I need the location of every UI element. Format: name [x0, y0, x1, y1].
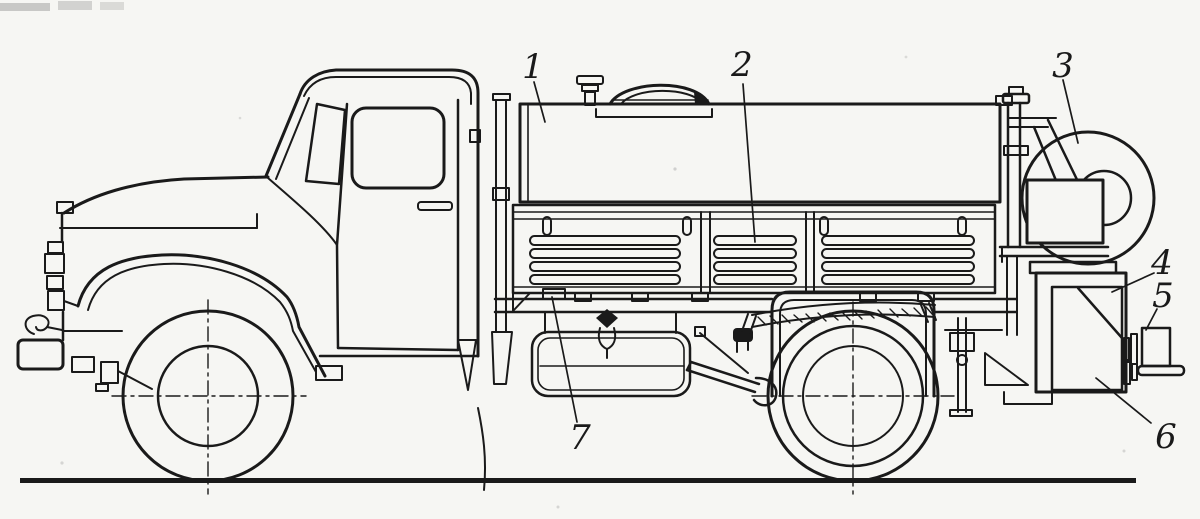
mud-flap: [491, 331, 513, 385]
mud-flap: [457, 339, 477, 391]
drive-shaft: [685, 326, 778, 407]
callouts: 1 2 3 4 5 6 7: [522, 45, 1177, 458]
tank-body: [518, 102, 1002, 204]
door-window: [350, 106, 446, 190]
rear-wheel: [751, 301, 955, 495]
front-end: [16, 175, 270, 392]
discharge-pipe: [1136, 364, 1186, 377]
tie-rod: [117, 370, 153, 390]
tank-mounts: [596, 309, 753, 359]
callout-1: 1: [522, 47, 546, 123]
fuel-tank: [530, 330, 692, 398]
callout-4-leader: [1111, 272, 1155, 293]
callout-2: 2: [730, 45, 756, 243]
rear-compartment: [1003, 260, 1128, 405]
cistern-tank: [518, 75, 1013, 204]
a-pillar: [264, 92, 302, 178]
safety-valve: [576, 75, 604, 85]
callout-7-label: 7: [569, 418, 591, 458]
callout-3-leader: [1062, 79, 1079, 144]
door-front-edge: [335, 102, 349, 350]
callout-5-leader: [1145, 308, 1158, 331]
louver-panels: [511, 203, 997, 302]
callout-2-leader: [742, 83, 756, 243]
windshield: [304, 102, 347, 186]
callout-1-label: 1: [522, 47, 544, 87]
callout-1-leader: [533, 81, 546, 123]
callout-6-label: 6: [1155, 417, 1177, 457]
front-fender: [63, 253, 327, 378]
callout-5: 5: [1145, 276, 1174, 331]
cab-back-gear: [457, 93, 513, 491]
hood-front-cap: [56, 201, 74, 214]
callout-4: 4: [1111, 243, 1173, 293]
callout-7-leader: [551, 296, 578, 423]
front-bumper: [16, 338, 65, 371]
exhaust-pipe: [477, 407, 487, 491]
valve-box: [1140, 326, 1172, 368]
torque-rod: [699, 332, 749, 374]
cowl-line: [267, 177, 338, 246]
gusset: [512, 292, 531, 312]
callout-2-label: 2: [730, 45, 753, 85]
u-joint: [752, 376, 778, 407]
rear-mudguard: [770, 290, 936, 398]
standpipe: [1001, 86, 1031, 249]
hose-reel: [998, 117, 1156, 266]
scan-artifacts: [0, 1, 1126, 509]
callout-6-leader: [1095, 377, 1152, 424]
door-hinge: [469, 129, 481, 143]
turn-signal: [47, 241, 64, 254]
callout-3: 3: [1052, 46, 1079, 144]
tow-hook: [24, 314, 50, 335]
headlight: [44, 253, 65, 274]
callout-7: 7: [551, 296, 591, 458]
chassis-frame: [493, 288, 1018, 334]
panel-clip: [682, 216, 692, 236]
steering-knuckle: [100, 361, 119, 384]
reel-housing: [1025, 178, 1105, 245]
callout-4-label: 4: [1150, 243, 1173, 283]
compartment-casing: [1034, 271, 1128, 394]
hatch-collar: [595, 108, 713, 118]
callout-5-label: 5: [1152, 276, 1174, 316]
cab-step: [315, 365, 343, 381]
spring-hanger: [71, 356, 95, 373]
cab: [264, 68, 481, 381]
callout-6: 6: [1095, 377, 1177, 457]
hood-top: [62, 175, 270, 215]
rear-frame-gear: [944, 255, 1029, 417]
callout-3-label: 3: [1052, 46, 1074, 86]
cab-roof: [298, 68, 480, 358]
ground-line: [20, 478, 1136, 483]
panel-clip: [819, 216, 829, 236]
louver-slats: [529, 235, 975, 285]
discharge-fittings: [1123, 326, 1186, 385]
front-wheel: [111, 299, 307, 495]
door-handle: [417, 201, 453, 211]
reel-drum: [1020, 130, 1156, 266]
